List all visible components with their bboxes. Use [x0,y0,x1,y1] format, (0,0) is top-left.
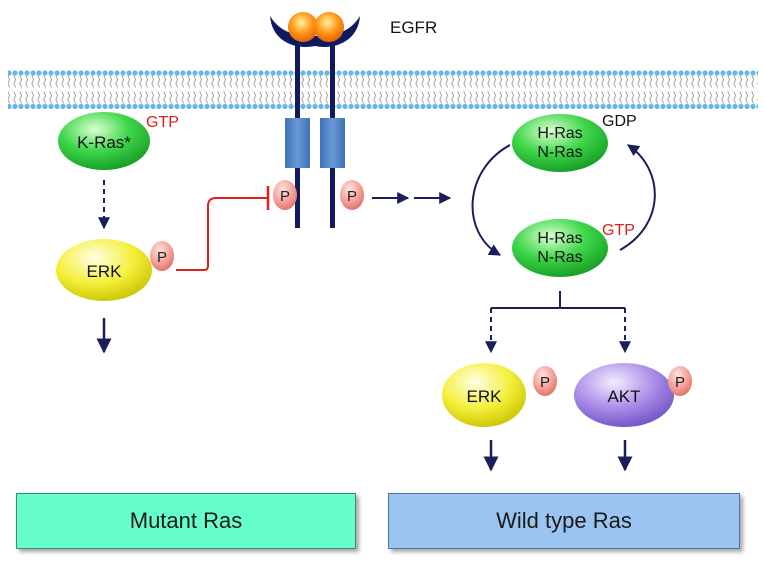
receptor-phospho-right: P [340,180,364,210]
svg-text:AKT: AKT [607,387,640,406]
branch-lines [485,291,631,354]
ras-gtp-state: GTP [602,222,635,239]
mutant-ras-panel: Mutant Ras [16,493,356,549]
egfr-receptor [270,12,360,228]
ras-gtp-node: H-Ras N-Ras [512,219,608,277]
erk-wildtype-node: ERK [442,363,526,427]
receptor-phospho-left: P [273,180,297,210]
gdp-to-gtp-arrow [471,144,511,256]
svg-text:H-Ras: H-Ras [537,230,582,247]
svg-text:ERK: ERK [87,262,123,281]
akt-node: AKT [574,363,674,427]
svg-text:N-Ras: N-Ras [537,249,582,266]
ras-gdp-state: GDP [602,113,637,130]
svg-text:P: P [280,188,290,205]
svg-text:P: P [347,188,357,205]
inhibition-line [176,197,268,271]
ras-gdp-node: H-Ras N-Ras [512,114,608,172]
svg-text:H-Ras: H-Ras [537,125,582,142]
cell-membrane [8,70,758,110]
svg-text:P: P [157,249,167,266]
ligand-right [314,12,344,42]
wildtype-ras-panel: Wild type Ras [388,493,740,549]
akt-phospho: P [668,366,692,396]
svg-text:ERK: ERK [467,387,503,406]
svg-text:K-Ras*: K-Ras* [77,133,131,152]
kras-mutant-node: K-Ras* [58,112,150,170]
ligand-left [288,12,318,42]
gtp-to-gdp-arrow [619,144,656,251]
svg-text:P: P [540,374,550,391]
erk-wildtype-phospho: P [533,366,557,396]
egfr-label: EGFR [390,18,437,37]
erk-mutant-node: ERK [56,239,152,301]
erk-mutant-phospho: P [150,241,174,271]
svg-text:N-Ras: N-Ras [537,144,582,161]
svg-text:P: P [675,374,685,391]
receptor-right-kinase [320,118,345,168]
receptor-left-kinase [285,118,310,168]
kras-gtp-label: GTP [146,114,179,131]
